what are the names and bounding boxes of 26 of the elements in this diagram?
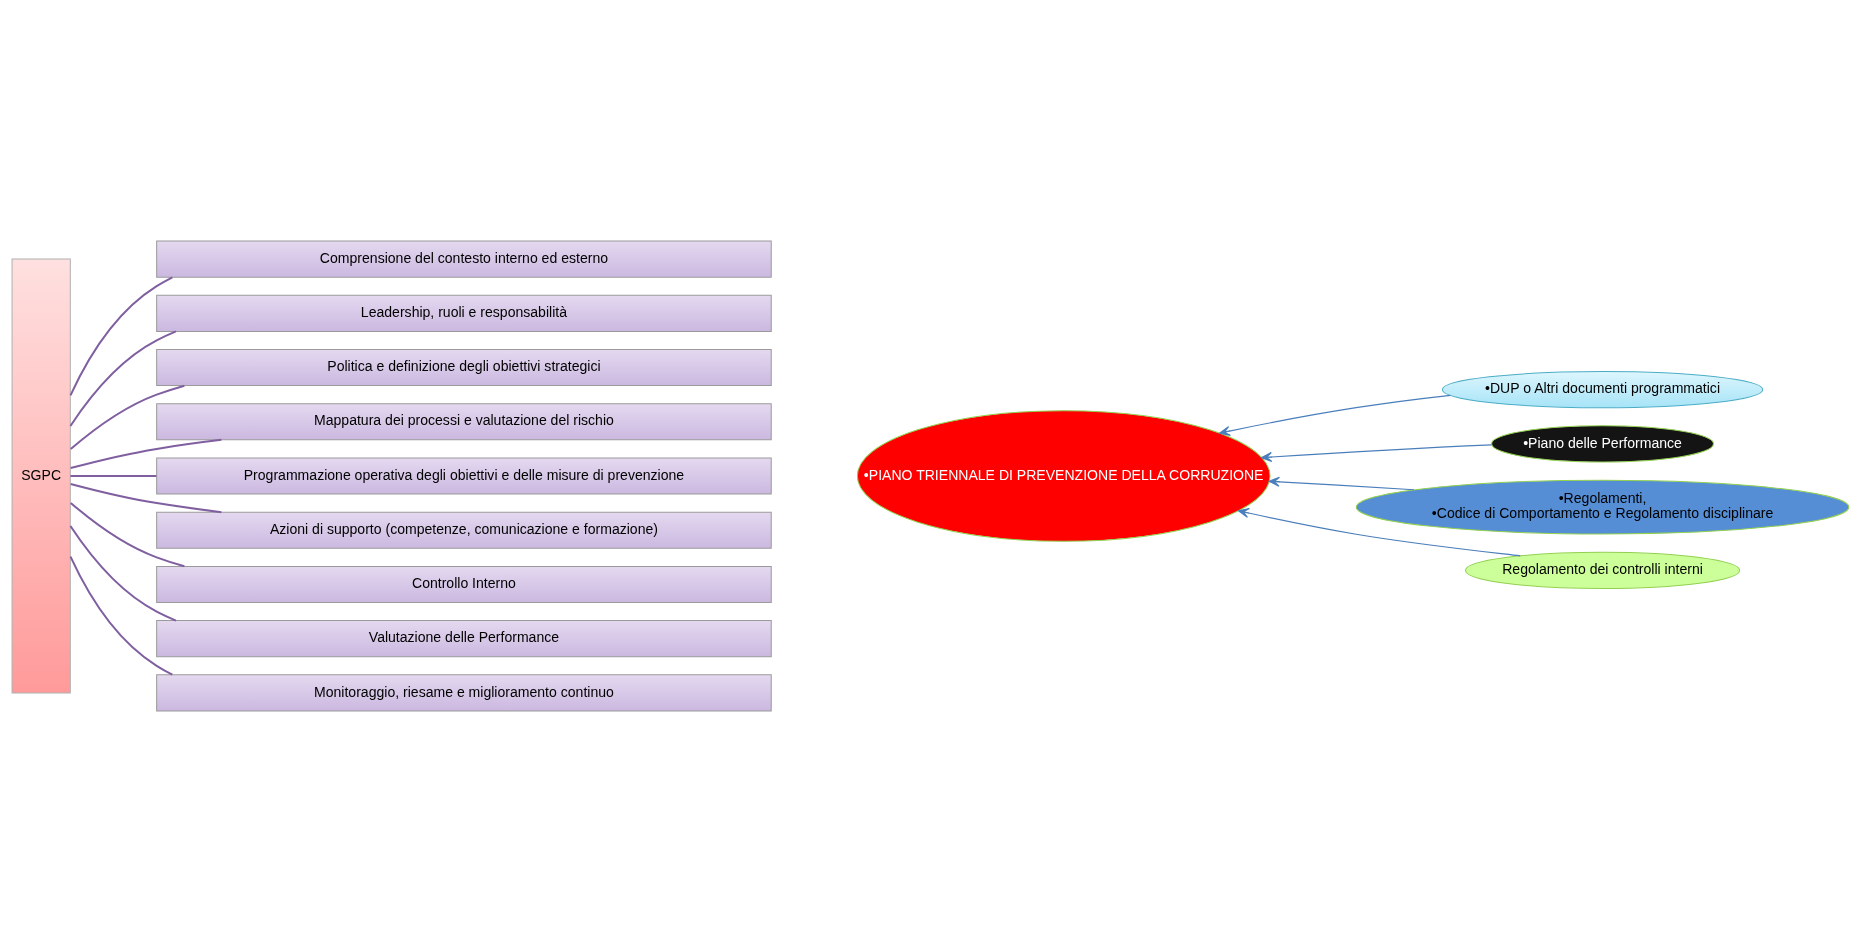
node-box: SGPC bbox=[11, 258, 71, 693]
node-box: Mappatura dei processi e valutazione del rischio bbox=[156, 402, 772, 440]
node-box: Leadership, ruoli e responsabilità bbox=[156, 294, 772, 332]
node-box: Monitoraggio, riesame e miglioramento continuo bbox=[156, 673, 772, 711]
node-ellipse: •Regolamenti, •Codice di Comportamento e Regolamento disciplinare bbox=[1355, 479, 1850, 534]
arrow bbox=[1219, 394, 1451, 436]
node-box: Programmazione operativa degli obiettivi e delle misure di prevenzione bbox=[156, 456, 772, 495]
connector bbox=[69, 330, 177, 426]
arrow bbox=[1260, 443, 1493, 462]
node-box: Valutazione delle Performance bbox=[156, 619, 772, 657]
arrow bbox=[1237, 507, 1521, 557]
node-box: Politica e definizione degli obiettivi strategici bbox=[156, 348, 772, 386]
node-box: Azioni di supporto (competenze, comunicazione e formazione) bbox=[156, 511, 772, 549]
arrow bbox=[1268, 476, 1415, 490]
connector bbox=[69, 525, 177, 621]
connector bbox=[69, 555, 173, 676]
connector bbox=[69, 275, 173, 396]
connector bbox=[70, 482, 222, 513]
node-ellipse: •Piano delle Performance bbox=[1491, 424, 1714, 462]
node-ellipse: •DUP o Altri documenti programmatici bbox=[1441, 370, 1764, 408]
node-box: Comprensione del contesto interno ed esterno bbox=[156, 240, 772, 278]
connector bbox=[70, 501, 185, 567]
connector bbox=[70, 438, 222, 469]
node-ellipse: Regolamento dei controlli interni bbox=[1465, 551, 1741, 589]
node-box: Controllo Interno bbox=[156, 565, 772, 603]
connector bbox=[70, 474, 157, 477]
